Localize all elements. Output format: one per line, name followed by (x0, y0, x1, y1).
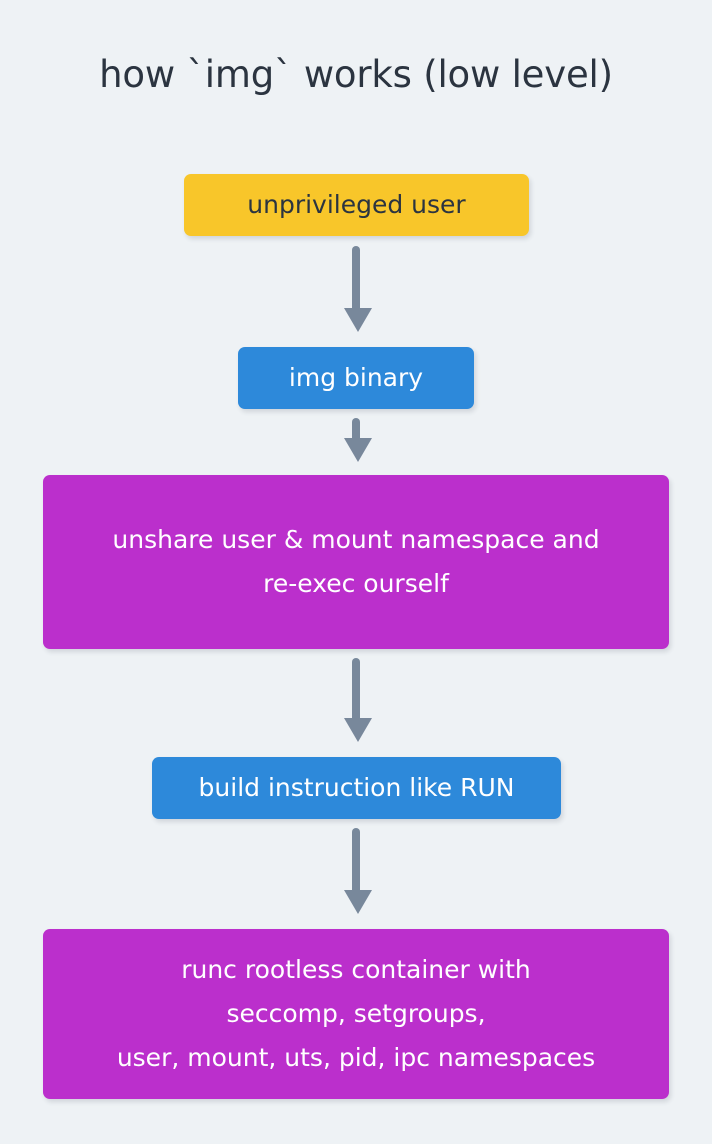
edge-arrow-img-binary-to-unshare (0, 418, 712, 466)
node-label: runc rootless container with seccomp, se… (116, 955, 596, 1072)
node-unprivileged-user[interactable]: unprivileged user (184, 174, 529, 236)
node-label: img binary (288, 363, 424, 392)
node-label: build instruction like RUN (198, 773, 515, 802)
diagram-title: how `img` works (low level) (99, 53, 613, 96)
node-img-binary[interactable]: img binary (238, 347, 474, 409)
node-label: unprivileged user (247, 190, 466, 219)
down-arrow-icon (344, 246, 372, 332)
edge-arrow-build-instruction-to-runc-container (0, 828, 712, 920)
edge-arrow-unshare-to-build-instruction (0, 658, 712, 748)
node-label: unshare user & mount namespace and re-ex… (112, 525, 600, 598)
down-arrow-icon (344, 828, 372, 914)
edge-arrow-unprivileged-user-to-img-binary (0, 246, 712, 338)
node-unshare-user-mount-namespace[interactable]: unshare user & mount namespace and re-ex… (43, 475, 669, 649)
node-runc-rootless-container[interactable]: runc rootless container with seccomp, se… (43, 929, 669, 1099)
down-arrow-icon (344, 658, 372, 742)
down-arrow-icon (344, 418, 372, 462)
node-build-instruction-like-run[interactable]: build instruction like RUN (152, 757, 561, 819)
